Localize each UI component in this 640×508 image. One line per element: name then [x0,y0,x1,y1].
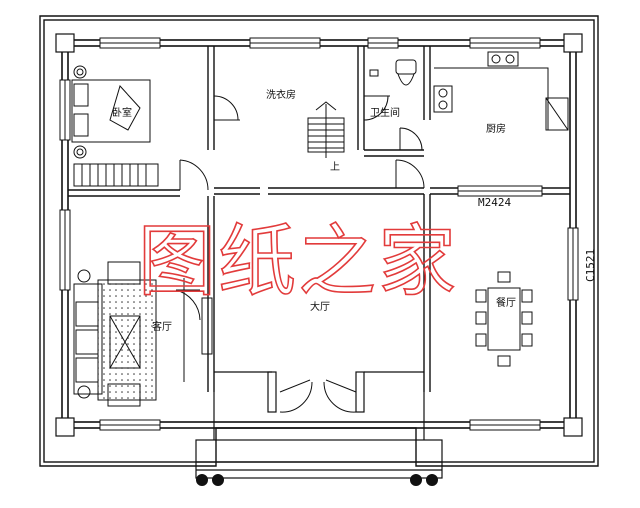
sofa-set [73,261,157,407]
label-bathroom: 卫生间 [370,106,400,119]
label-bedroom: 卧室 [112,106,132,119]
staircase [307,101,345,158]
label-laundry: 洗衣房 [266,88,296,101]
door-code-label: M2424 [478,196,511,209]
label-kitchen: 厨房 [486,122,506,135]
corner-posts [55,33,583,437]
label-stair-up: 上 [330,161,340,173]
wardrobe [73,163,159,187]
kitchen-fixtures [433,51,569,131]
bed [71,65,151,159]
dining-table [475,271,533,367]
tv-cabinet [183,278,213,382]
sliding-door [457,185,543,197]
bathroom-fixtures [369,59,417,86]
exterior-windows [59,37,579,431]
label-dining: 餐厅 [496,296,516,309]
label-living-room: 客厅 [152,320,172,333]
label-hall: 大厅 [310,300,330,313]
doors [175,95,425,413]
front-facade [195,371,443,479]
window-code-label: C1521 [584,249,597,282]
porch-columns [196,474,438,486]
watermark-text: 图纸之家 [138,217,458,307]
